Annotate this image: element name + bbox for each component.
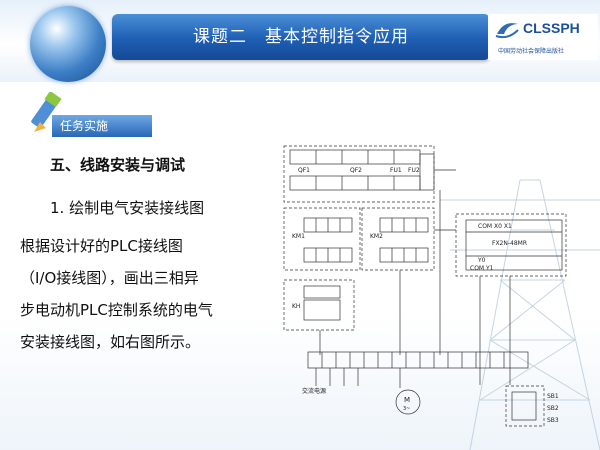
logo-text: CLSSPH	[523, 20, 580, 36]
label-km2: KM2	[370, 233, 383, 240]
paragraph-line-1: 根据设计好的PLC接线图	[20, 237, 183, 255]
label-plc: FX2N-48MR	[492, 240, 527, 247]
label-motor: M	[404, 396, 410, 404]
label-kh: KH	[292, 303, 300, 310]
label-fu1: FU1	[390, 167, 402, 174]
page-title: 课题二 基本控制指令应用	[193, 27, 409, 47]
label-fu2: FU2	[408, 167, 420, 174]
section-heading: 五、线路安装与调试	[50, 156, 186, 174]
globe-icon	[30, 6, 106, 82]
label-com-x: COM X0 X1	[478, 223, 512, 230]
paragraph-line-2: （I/O接线图），画出三相异	[20, 269, 199, 287]
pencil-icon	[31, 92, 62, 132]
label-km1: KM1	[292, 233, 305, 240]
task-badge	[52, 115, 152, 137]
label-com-y: COM Y1	[470, 265, 494, 272]
logo-subtitle: 中国劳动社会保障出版社	[498, 48, 565, 55]
step-title: 1. 绘制电气安装接线图	[50, 199, 205, 217]
wiring-diagram: QF1 QF2 FU2 FU1 KM1 KM2 KH FX2N-48MR COM…	[283, 145, 567, 427]
label-qf2: QF2	[350, 167, 362, 174]
swoosh-logo-icon	[495, 23, 519, 39]
label-sb2: SB2	[547, 405, 559, 412]
label-power: 交流电源	[302, 387, 326, 395]
task-badge-label: 任务实施	[60, 119, 109, 133]
label-sb1: SB1	[547, 393, 559, 400]
paragraph-line-4: 安装接线图，如右图所示。	[20, 333, 201, 351]
label-y0: Y0	[477, 257, 486, 264]
title-bar	[112, 14, 490, 60]
paragraph-line-3: 步电动机PLC控制系统的电气	[20, 301, 213, 319]
label-qf1: QF1	[298, 167, 310, 174]
label-motor-sub: 3~	[403, 406, 410, 412]
label-sb3: SB3	[547, 417, 559, 424]
